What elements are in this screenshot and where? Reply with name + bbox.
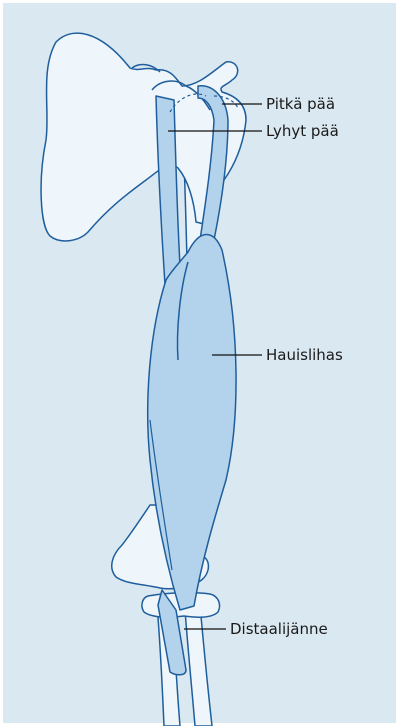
short-head-label: Lyhyt pää bbox=[266, 122, 339, 140]
long-head-label: Pitkä pää bbox=[266, 95, 335, 113]
distal-tendon-label: Distaalijänne bbox=[230, 620, 328, 638]
ulna-bone bbox=[185, 605, 212, 726]
biceps-label: Hauislihas bbox=[266, 346, 343, 364]
